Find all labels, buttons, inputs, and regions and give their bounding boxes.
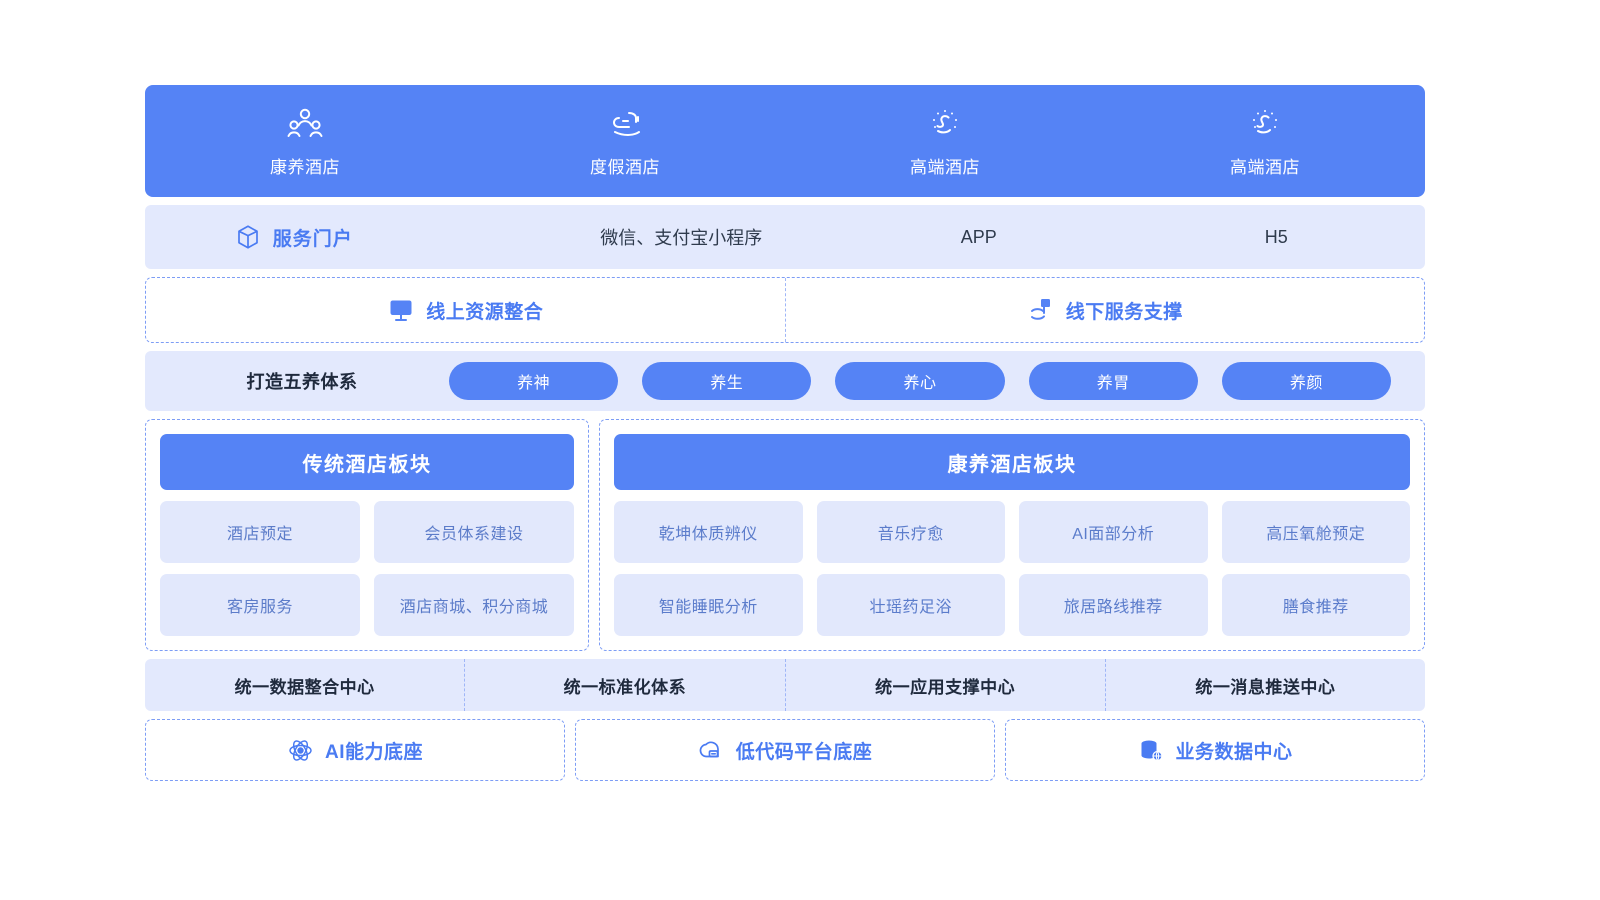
- resort-lounge-icon: [605, 105, 645, 145]
- business-data-center-label: 业务数据中心: [1175, 741, 1293, 763]
- five-nourish-pills: 养神 养生 养心 养胃 养颜: [437, 362, 1403, 400]
- traditional-hotel-panel: 传统酒店板块 酒店预定 会员体系建设 客房服务 酒店商城、积分商城: [145, 419, 589, 651]
- panel-item[interactable]: 智能睡眠分析: [614, 574, 803, 636]
- panel-item-row: 乾坤体质辨仪 音乐疗愈 AI面部分析 高压氧舱预定: [614, 501, 1410, 563]
- nourish-pill[interactable]: 养颜: [1221, 362, 1392, 400]
- panel-item[interactable]: 客房服务: [160, 574, 360, 636]
- panel-item[interactable]: 膳食推荐: [1221, 574, 1410, 636]
- lowcode-platform-base[interactable]: 低代码平台底座: [575, 719, 995, 781]
- panel-item-row: 智能睡眠分析 壮瑶药足浴 旅居路线推荐 膳食推荐: [614, 574, 1410, 636]
- resource-support-row: 线上资源整合 线下服务支撑: [145, 277, 1425, 343]
- panel-item[interactable]: 会员体系建设: [374, 501, 574, 563]
- hotel-type-item[interactable]: 度假酒店: [465, 105, 785, 178]
- online-resource-item[interactable]: 线上资源整合: [146, 278, 785, 342]
- database-icon: [1137, 737, 1164, 764]
- hotel-type-label: 度假酒店: [590, 157, 660, 177]
- hotel-type-item[interactable]: 康养酒店: [145, 105, 465, 178]
- panel-title: 传统酒店板块: [160, 434, 574, 490]
- panel-item[interactable]: 音乐疗愈: [816, 501, 1005, 563]
- wellness-hotel-panel: 康养酒店板块 乾坤体质辨仪 音乐疗愈 AI面部分析 高压氧舱预定 智能睡眠分析 …: [599, 419, 1425, 651]
- five-nourish-bar: 打造五养体系 养神 养生 养心 养胃 养颜: [145, 351, 1425, 411]
- portal-channel[interactable]: 微信、支付宝小程序: [600, 228, 763, 248]
- sun-sparkle-icon: [925, 105, 965, 145]
- hotel-type-item[interactable]: 高端酒店: [785, 105, 1105, 178]
- offline-support-item[interactable]: 线下服务支撑: [784, 278, 1425, 342]
- ai-capability-base-label: AI能力底座: [324, 741, 423, 763]
- nourish-pill[interactable]: 养胃: [1028, 362, 1198, 400]
- business-data-center[interactable]: 业务数据中心: [1005, 719, 1425, 781]
- hotel-type-item[interactable]: 高端酒店: [1105, 105, 1425, 178]
- service-portal-bar: 服务门户 微信、支付宝小程序 APP H5: [145, 205, 1425, 269]
- monitor-icon: [387, 296, 415, 324]
- unified-centers-bar: 统一数据整合中心 统一标准化体系 统一应用支撑中心 统一消息推送中心: [145, 659, 1425, 711]
- hotel-type-label: 康养酒店: [270, 157, 340, 177]
- panel-item-grid: 乾坤体质辨仪 音乐疗愈 AI面部分析 高压氧舱预定 智能睡眠分析 壮瑶药足浴 旅…: [614, 501, 1410, 636]
- foundation-row: AI能力底座 低代码平台底座: [145, 719, 1425, 781]
- cube-hexagon-icon: [235, 224, 261, 250]
- panel-item[interactable]: 高压氧舱预定: [1221, 501, 1410, 563]
- nourish-pill[interactable]: 养生: [642, 362, 812, 400]
- sun-sparkle-icon: [1245, 105, 1285, 145]
- panel-item[interactable]: 乾坤体质辨仪: [614, 501, 803, 563]
- business-panels: 传统酒店板块 酒店预定 会员体系建设 客房服务 酒店商城、积分商城 康养酒店板块: [145, 419, 1425, 651]
- hotel-types-bar: 康养酒店 度假酒店: [145, 85, 1425, 197]
- offline-support-label: 线下服务支撑: [1065, 301, 1183, 323]
- panel-title: 康养酒店板块: [614, 434, 1410, 490]
- unified-center-item[interactable]: 统一应用支撑中心: [784, 659, 1105, 711]
- unified-center-item[interactable]: 统一消息推送中心: [1104, 659, 1425, 711]
- panel-item-row: 客房服务 酒店商城、积分商城: [160, 574, 574, 636]
- panel-item[interactable]: 酒店预定: [160, 501, 360, 563]
- diagram-stack: 康养酒店 度假酒店: [145, 85, 1425, 781]
- ai-capability-base[interactable]: AI能力底座: [145, 719, 565, 781]
- online-resource-label: 线上资源整合: [426, 301, 544, 323]
- service-portal-label: 服务门户: [272, 228, 353, 250]
- lowcode-platform-base-label: 低代码平台底座: [735, 741, 873, 763]
- service-hand-icon: [1027, 296, 1055, 324]
- portal-channel[interactable]: APP: [960, 226, 997, 247]
- lowcode-cloud-icon: [698, 737, 725, 764]
- panel-item[interactable]: 酒店商城、积分商城: [374, 574, 574, 636]
- panel-item-row: 酒店预定 会员体系建设: [160, 501, 574, 563]
- hotel-type-label: 高端酒店: [910, 157, 980, 177]
- unified-center-item[interactable]: 统一标准化体系: [464, 659, 784, 711]
- unified-center-item[interactable]: 统一数据整合中心: [234, 677, 375, 697]
- panel-item-grid: 酒店预定 会员体系建设 客房服务 酒店商城、积分商城: [160, 501, 574, 636]
- portal-channel[interactable]: H5: [1264, 226, 1288, 247]
- panel-item[interactable]: 壮瑶药足浴: [816, 574, 1005, 636]
- people-group-icon: [285, 105, 325, 145]
- panel-item[interactable]: AI面部分析: [1019, 501, 1208, 563]
- panel-item[interactable]: 旅居路线推荐: [1019, 574, 1208, 636]
- nourish-pill[interactable]: 养心: [835, 362, 1005, 400]
- nourish-pill[interactable]: 养神: [449, 362, 619, 400]
- five-nourish-title: 打造五养体系: [246, 372, 358, 392]
- hotel-type-label: 高端酒店: [1230, 157, 1300, 177]
- atom-icon: [287, 737, 314, 764]
- service-portal-brand: 服务门户: [145, 224, 533, 251]
